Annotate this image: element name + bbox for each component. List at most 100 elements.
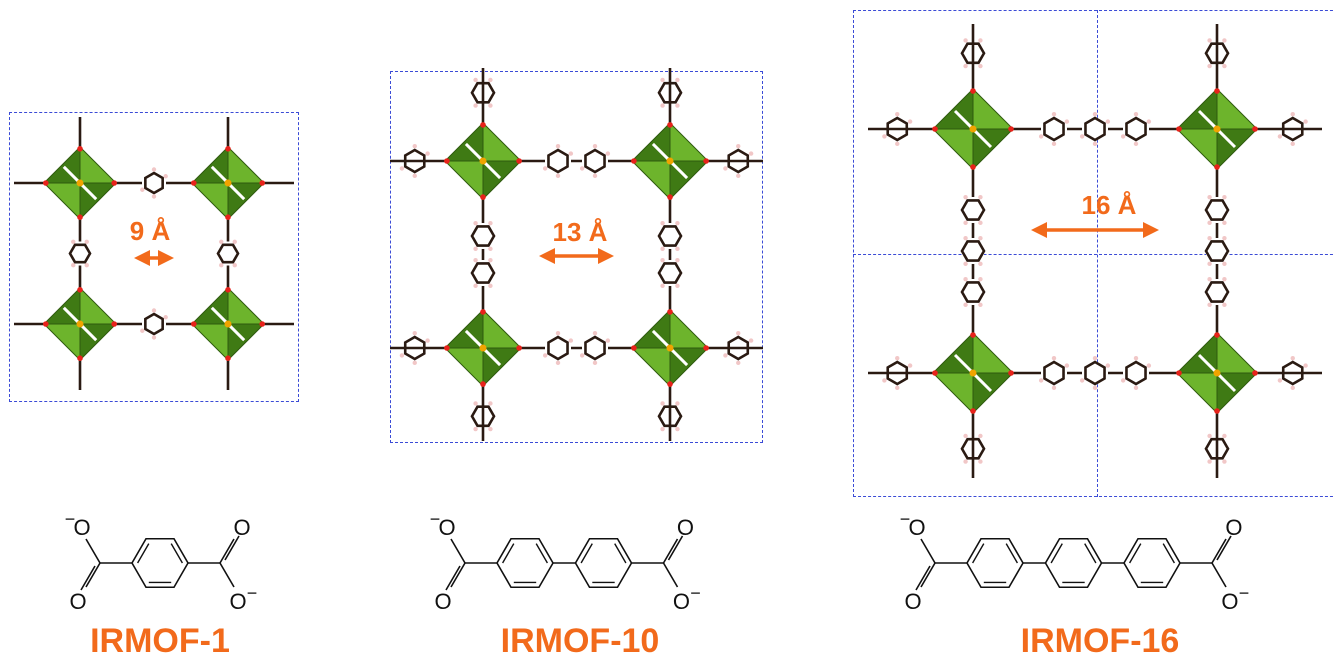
carboxyl-bond — [85, 562, 101, 588]
hydrogen-atom — [660, 77, 665, 83]
oxygen-atom — [1252, 126, 1258, 132]
zinc-oxide-tetrahedron — [79, 286, 118, 325]
carboxyl-bond — [85, 538, 101, 564]
hydrogen-atom — [399, 353, 405, 358]
hydrogen-atom — [675, 401, 680, 406]
phenyl-ring — [1084, 116, 1106, 142]
oxygen-atom — [77, 214, 83, 220]
ring-mask — [1041, 118, 1067, 140]
hydrogen-atom — [736, 173, 741, 179]
hydrogen-atom — [1133, 355, 1139, 361]
oxygen-label: O — [673, 589, 690, 610]
ring-mask — [70, 241, 90, 266]
pore-size-label-irmof-16: 16 Å — [1081, 190, 1137, 220]
ring-mask — [142, 173, 166, 193]
oxygen-label: O — [73, 515, 90, 540]
ring-mask — [545, 337, 571, 359]
zinc-atom — [479, 157, 487, 165]
hydrogen-atom — [488, 426, 493, 432]
negative-charge: − — [65, 515, 76, 529]
hydrogen-atom — [978, 433, 983, 439]
ring-mask — [472, 223, 494, 249]
hydrogen-atom — [1038, 134, 1044, 139]
double-bond — [535, 543, 549, 564]
double-bond — [614, 543, 627, 564]
hydrogen-atom — [1290, 111, 1295, 117]
hydrogen-atom — [1303, 119, 1308, 124]
negative-charge: − — [900, 515, 911, 529]
phenyl-ring — [960, 42, 986, 65]
hydrogen-atom — [579, 353, 585, 358]
pore-size-label-irmof-10: 13 Å — [552, 217, 608, 247]
oxygen-atom — [667, 122, 673, 128]
oxygen-atom — [970, 88, 976, 94]
hydrogen-atom — [488, 283, 493, 289]
pore-size-label-irmof-1: 9 Å — [129, 216, 171, 246]
hydrogen-atom — [84, 262, 89, 268]
oxygen-atom — [77, 287, 83, 293]
zinc-oxide-tetrahedron — [482, 121, 523, 162]
hydrogen-atom — [1303, 363, 1308, 368]
hydrogen-atom — [412, 143, 417, 149]
zinc-oxide-tetrahedron — [931, 128, 974, 171]
oxygen-atom — [932, 126, 938, 132]
hydrogen-atom — [736, 330, 741, 336]
hydrogen-atom — [978, 459, 983, 464]
phenyl-ring — [144, 312, 164, 336]
zinc-oxide-tetrahedron — [227, 145, 266, 184]
carboxyl-bond — [219, 538, 235, 564]
carboxyl-double-bond — [915, 565, 931, 591]
benzene-ring — [966, 537, 1024, 589]
hydrogen-atom — [1222, 194, 1227, 200]
oxygen-atom — [191, 180, 197, 186]
ring-mask — [472, 260, 494, 286]
hydrogen-atom — [140, 187, 145, 192]
hydrogen-atom — [219, 239, 224, 245]
phenyl-ring — [547, 148, 569, 174]
oxygen-label: O — [904, 589, 921, 610]
double-bond — [971, 543, 985, 564]
hydrogen-atom — [151, 308, 157, 313]
phenyl-ring — [470, 405, 496, 428]
oxygen-atom — [259, 180, 266, 186]
hydrogen-atom — [978, 302, 983, 308]
hydrogen-atom — [1133, 141, 1139, 147]
zinc-atom — [224, 320, 232, 328]
carboxyl-double-bond — [80, 565, 96, 591]
hydrogen-atom — [660, 246, 665, 252]
hydrogen-atom — [1092, 355, 1098, 361]
phenyl-ring — [960, 281, 986, 303]
hydrogen-atom — [1222, 276, 1227, 282]
zinc-oxide-tetrahedron — [79, 145, 118, 184]
double-bond — [1162, 543, 1176, 564]
hydrogen-atom — [882, 378, 887, 383]
oxygen-atom — [259, 321, 266, 327]
oxygen-atom — [225, 287, 231, 293]
ring-mask — [962, 279, 984, 305]
oxygen-atom — [667, 309, 673, 315]
oxygen-atom — [932, 370, 938, 376]
carboxyl-bond — [1211, 562, 1227, 588]
double-bond — [136, 543, 150, 564]
phenyl-ring — [403, 335, 426, 361]
hydrogen-atom — [1133, 385, 1139, 391]
hydrogen-atom — [963, 433, 968, 439]
hydrogen-atom — [1051, 385, 1057, 391]
hydrogen-atom — [488, 220, 493, 226]
phenyl-ring — [657, 81, 683, 104]
hydrogen-atom — [1207, 235, 1212, 241]
negative-charge: − — [247, 583, 258, 603]
linker-structure-irmof-10: O−OOO− — [430, 515, 701, 610]
zinc-oxide-tetrahedron — [443, 160, 484, 201]
ring-mask — [1206, 279, 1228, 305]
hydrogen-atom — [660, 283, 665, 289]
ring-mask — [962, 197, 984, 223]
hydrogen-atom — [473, 283, 478, 289]
hydrogen-atom — [1120, 378, 1126, 383]
phenyl-ring — [960, 240, 986, 262]
hydrogen-atom — [399, 166, 405, 171]
phenyl-ring — [1281, 116, 1304, 142]
oxygen-atom — [1214, 164, 1220, 170]
zinc-oxide-tetrahedron — [482, 308, 523, 349]
carboxyl-double-bond — [224, 535, 240, 561]
